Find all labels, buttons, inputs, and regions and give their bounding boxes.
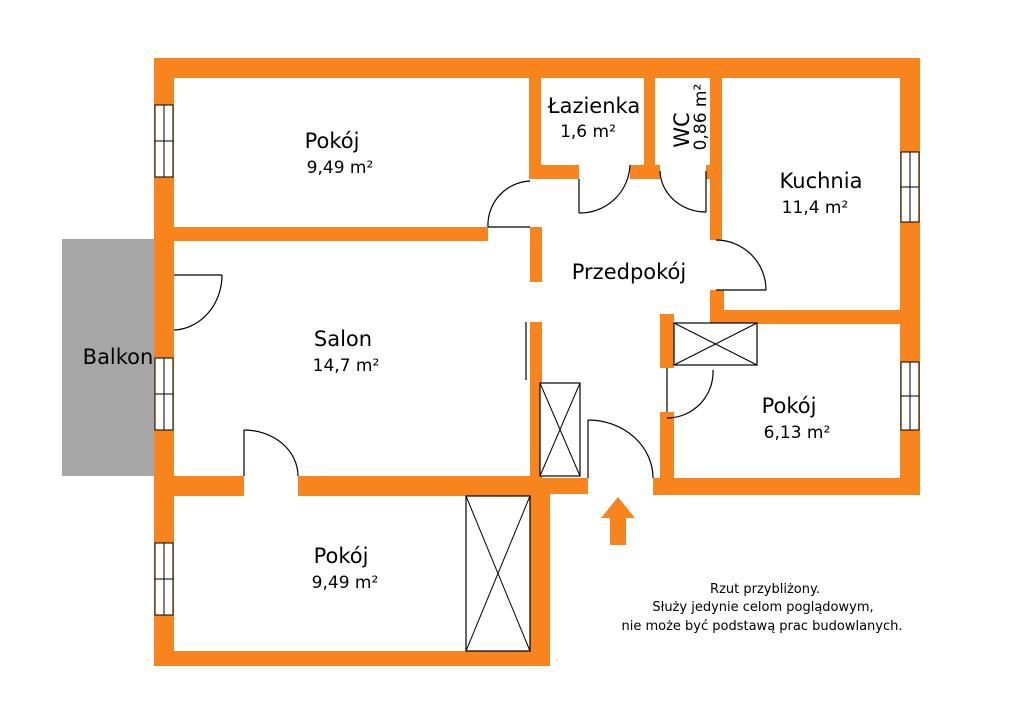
room-area-kuchnia: 11,4 m² [782,198,849,218]
wall-kuchnia-bottom [710,310,920,324]
room-name-pokoj-right: Pokój [762,394,817,418]
shaft-pokoj-bottom [465,495,531,652]
balcony-area [62,239,154,476]
window-kuchnia [900,151,920,223]
window-salon [154,357,174,431]
room-area-salon: 14,7 m² [313,356,380,376]
note-line-2: Służy jedynie celom poglądowym, [652,600,873,615]
wall-hall-left-upper [530,227,542,282]
door-kuchnia [715,239,767,291]
wall-pokoj-salon [174,227,488,241]
wall-entry-left [530,478,588,494]
room-name-przedpokoj: Przedpokój [572,260,686,284]
walls [154,58,920,666]
shaft-pokoj-right [673,322,758,366]
wall-top [154,58,920,78]
window-pokoj-top [154,104,174,178]
wall-pokoj-right-left-lower [660,412,674,495]
wall-lazienka-bottom-a [529,165,579,179]
door-salon-pokoj [243,429,299,477]
room-name-balkon: Balkon [83,345,154,369]
room-area-pokoj-right: 6,13 m² [764,423,831,443]
note-line-1: Rzut przybliżony. [710,582,820,597]
room-area-wc: 0,86 m² [691,84,711,151]
room-name-pokoj-bottom: Pokój [314,544,369,568]
note-line-3: nie może być podstawą prac budowlanych. [621,619,902,634]
wall-lazienka-wc [644,78,655,179]
room-name-salon: Salon [314,327,372,351]
wall-salon-hall [530,322,542,494]
shaft-hall [539,382,581,477]
room-name-wc: WC [670,112,694,147]
window-pokoj-right [900,361,920,431]
room-name-kuchnia: Kuchnia [780,169,863,193]
door-lazienka [578,164,631,214]
room-area-lazienka: 1,6 m² [560,122,616,142]
room-name-pokoj-top: Pokój [305,129,360,153]
wall-bottom-right-step [530,478,550,666]
wall-salon-pokoj-b [298,476,542,496]
door-pokoj-top [487,180,531,228]
door-entrance [587,419,654,479]
wall-pokoj-right-left-upper [660,314,674,368]
room-area-pokoj-bottom: 9,49 m² [312,573,379,593]
door-pokoj-right [666,368,714,419]
windows [154,104,920,616]
doors [243,164,767,479]
wall-bottom [154,651,550,666]
shafts [465,322,758,652]
window-pokoj-bottom [154,542,174,616]
wall-entry-right [653,478,920,495]
door-wc [659,170,707,213]
wall-wc-kuchnia [710,78,722,240]
door-balkon [173,274,223,331]
room-area-pokoj-top: 9,49 m² [307,158,374,178]
room-name-lazienka: Łazienka [547,94,640,118]
up-arrow-icon [601,497,635,545]
wall-salon-pokoj-a [174,476,244,496]
wall-lazienka-left [529,78,541,179]
wall-kuchnia-stub [710,290,724,312]
